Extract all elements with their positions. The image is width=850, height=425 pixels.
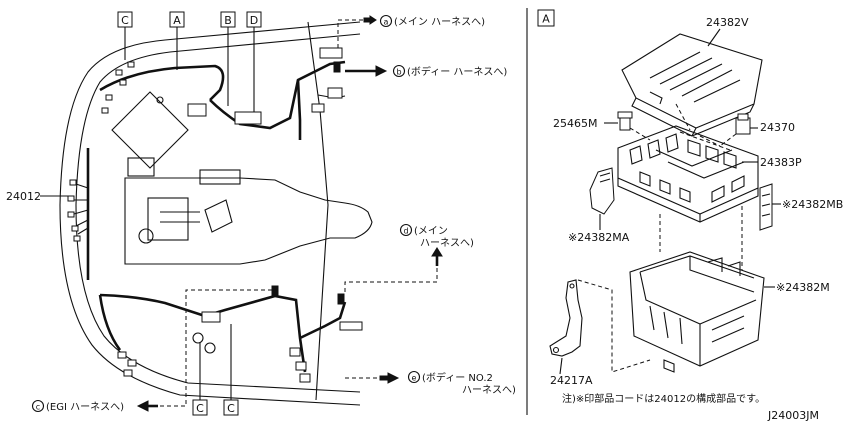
part-number-24383P: 24383P <box>760 156 802 169</box>
callout-a: A <box>169 11 185 70</box>
circle-letter: c <box>36 403 40 412</box>
cover-24382MB: ※24382MB <box>759 183 843 231</box>
part-number-24382MA: ※24382MA <box>568 231 630 244</box>
destination-text: (EGI ハーネスへ) <box>46 401 124 413</box>
connector-group <box>67 47 363 383</box>
vehicle-outline <box>59 21 361 406</box>
wiring-harness <box>73 60 347 373</box>
destination-d: d (メイン ハーネスへ) <box>344 223 474 295</box>
part-number-24370: 24370 <box>760 121 795 134</box>
fuse-25465M: 25465M <box>553 111 651 141</box>
bracket-24217A: 24217A <box>549 279 593 387</box>
part-number-24012: 24012 <box>6 190 41 203</box>
callout-d: D <box>246 11 262 112</box>
circle-letter: d <box>403 227 408 236</box>
part-number-24382M: ※24382M <box>776 281 830 294</box>
callout-label: C <box>121 14 129 27</box>
callout-b: B <box>220 11 236 106</box>
cover-24382MA: ※24382MA <box>568 167 630 244</box>
assembly-guide-lines <box>577 103 743 373</box>
destination-text: ハーネスへ) <box>462 384 516 396</box>
part-number-24382V: 24382V <box>706 16 749 29</box>
destination-text: (メイン <box>414 226 448 237</box>
footnote: 注)※印部品コードは24012の構成部品です。 <box>562 392 765 405</box>
destination-a: a (メイン ハーネスへ) <box>337 14 485 48</box>
part-number-24382MB: ※24382MB <box>782 198 843 211</box>
section-a-label: A <box>537 9 555 27</box>
circle-letter: e <box>412 374 417 383</box>
callout-label: C <box>227 402 235 415</box>
destination-text: (ボディー ハーネスへ) <box>407 65 507 78</box>
engine-block <box>124 157 373 265</box>
drawing-id: J24003JM <box>767 409 819 422</box>
destination-text: (メイン ハーネスへ) <box>394 16 485 28</box>
circle-letter: b <box>396 68 401 77</box>
harness-label: 24012 <box>6 190 70 203</box>
destination-b: b (ボディー ハーネスへ) <box>345 64 507 78</box>
callout-label: C <box>196 402 204 415</box>
relay-24370: 24370 <box>679 113 795 151</box>
svg-text:A: A <box>542 13 550 26</box>
part-number-24217A: 24217A <box>550 374 593 387</box>
fuse-box-cover: 24382V <box>621 16 763 137</box>
lower-case-24382M: ※24382M <box>629 251 830 373</box>
destination-text: (ボディー NO.2 <box>422 371 493 384</box>
destination-e: e (ボディー NO.2 ハーネスへ) <box>345 370 516 396</box>
callout-c-bottom-1: C <box>192 342 208 416</box>
callout-label: A <box>173 14 181 27</box>
destination-c: c (EGI ハーネスへ) <box>31 289 276 413</box>
callout-label: D <box>250 14 258 27</box>
part-number-25465M: 25465M <box>553 117 597 130</box>
callout-c-top: C <box>117 11 133 60</box>
callout-label: B <box>224 14 232 27</box>
fuse-block-24383P: 24383P <box>617 125 802 223</box>
destination-text: ハーネスへ) <box>420 237 474 249</box>
battery-box <box>111 91 189 169</box>
callout-c-bottom-2: C <box>223 324 239 416</box>
circle-letter: a <box>384 18 389 27</box>
